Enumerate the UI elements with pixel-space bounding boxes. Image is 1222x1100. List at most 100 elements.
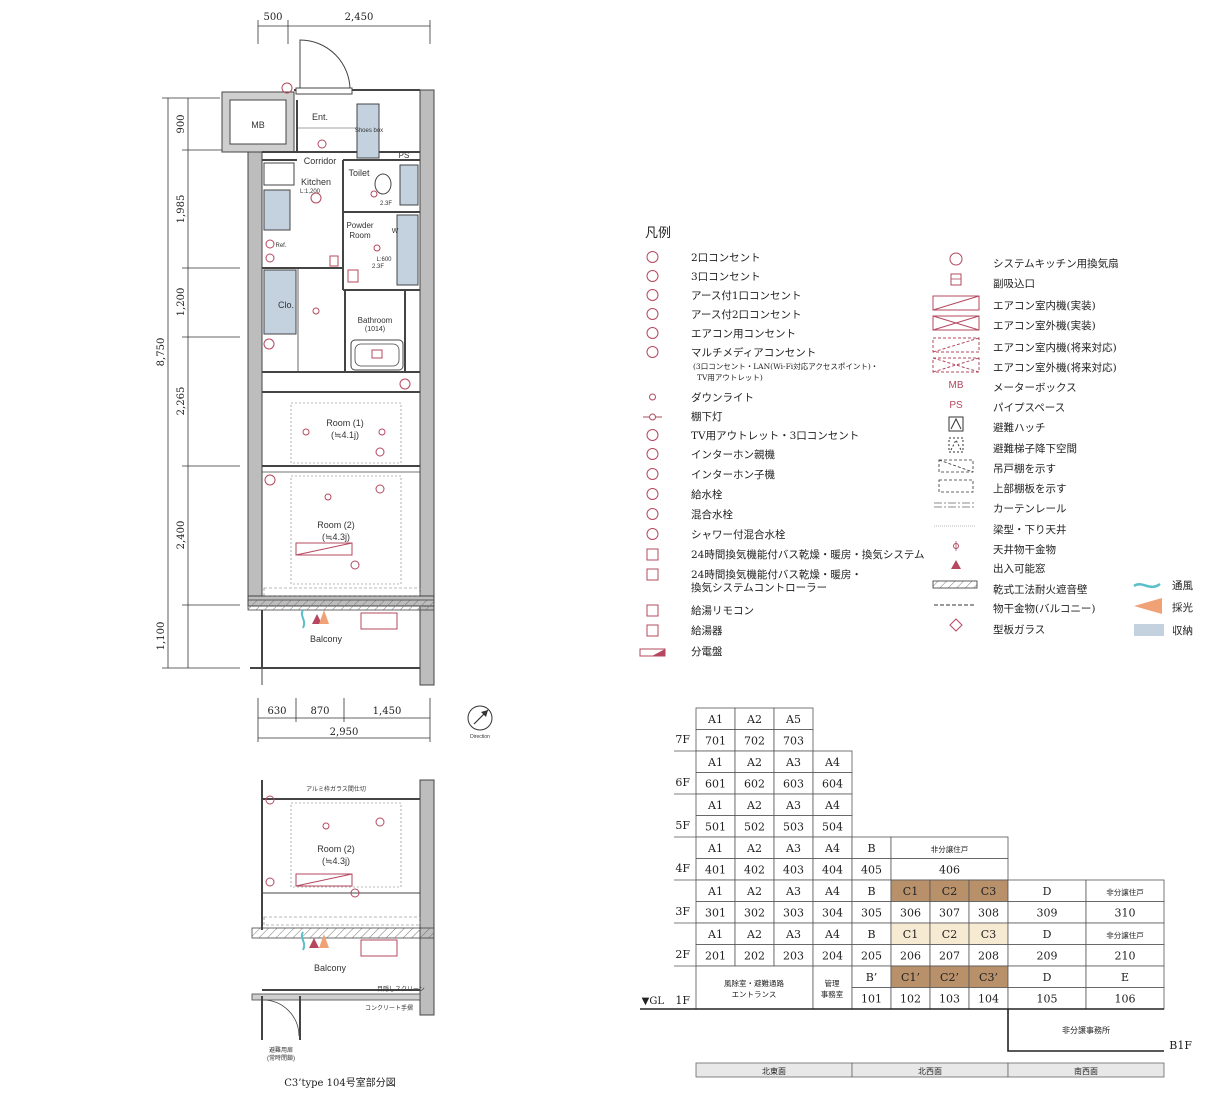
legend-label: 避難梯子降下空間 [993, 442, 1077, 455]
key-cell-text: A2 [746, 713, 762, 726]
key-cell-text: 308 [978, 907, 999, 920]
dim-top-500: 500 [263, 12, 282, 23]
dim-left-1200: 1,200 [176, 288, 187, 317]
key-cell-text: E [1121, 971, 1129, 984]
key-cell-text: 210 [1115, 950, 1136, 963]
key-cell-text: 101 [861, 993, 882, 1006]
key-cell-text: 204 [822, 950, 843, 963]
legend-label: 上部棚板を示す [993, 482, 1067, 495]
key-cell-text: A3 [785, 756, 801, 769]
key-cell-text: A3 [785, 885, 801, 898]
outlet-icon [265, 253, 275, 263]
legend-title: 凡例 [645, 226, 671, 241]
room2-beam-outline [290, 475, 402, 585]
legend-label: カーテンレール [993, 503, 1067, 515]
tv-outlet-icon [646, 429, 659, 441]
hot-water-remote-icon [329, 255, 339, 267]
dim-left-2265: 2,265 [176, 387, 187, 416]
key-cell-text: 103 [939, 993, 960, 1006]
mb-label: MB [251, 120, 265, 130]
entrance-cell [695, 965, 814, 1010]
key-cell-text: A1 [707, 842, 723, 855]
glass-partition-label: アルミ枠ガラス間仕切 [306, 785, 366, 793]
escape-door-label: 避難用扉 [269, 1046, 293, 1054]
ps-label: PS [399, 151, 410, 160]
key-cell-text: 102 [900, 993, 921, 1006]
key-cell-text: 403 [783, 864, 804, 877]
key-cell-text: 504 [822, 821, 843, 834]
floor-label: 3F [675, 905, 690, 918]
legend-label: 梁型・下り天井 [993, 523, 1067, 536]
dim-bottom-630: 630 [267, 706, 286, 717]
key-cell-text: A4 [824, 756, 840, 769]
outlet-icon [350, 560, 360, 570]
washer-mark: W [392, 228, 399, 235]
openable-window-icon [312, 614, 322, 624]
legend-label: 2口コンセント [691, 252, 761, 264]
facade-label: 北西面 [918, 1067, 942, 1076]
key-cell-text: A1 [707, 928, 723, 941]
key-cell-text: A2 [746, 885, 762, 898]
office-cell [812, 965, 853, 1010]
key-cell-text: A2 [746, 799, 762, 812]
closet-label: Clo. [278, 300, 294, 310]
key-cell-text: A1 [707, 756, 723, 769]
key-cell-text: 106 [1115, 993, 1136, 1006]
floor-label: 5F [675, 819, 690, 832]
entrance-door-frame [295, 87, 353, 95]
key-cell-text: C1 [903, 928, 918, 941]
b1f-label: 非分譲事務所 [1062, 1025, 1110, 1035]
legend-label: メーターボックス [993, 382, 1077, 394]
aircon-outdoor-icon [360, 612, 398, 630]
dim-left-2400: 2,400 [176, 521, 187, 550]
key-cell-text: 206 [900, 950, 921, 963]
toilet-height: 2.3F [380, 201, 392, 207]
floor-label: 2F [675, 948, 690, 961]
key-cell-text: 502 [744, 821, 765, 834]
water-tap-icon [646, 488, 659, 500]
legend-label: 天井物干金物 [993, 543, 1056, 556]
curtain-rail-icon [934, 502, 976, 508]
downlight-icon [317, 139, 327, 149]
key-cell-text: A4 [824, 885, 840, 898]
outlet-icon [265, 239, 275, 249]
facade-cell [1007, 1062, 1165, 1078]
ceiling-hanger-icon [953, 541, 959, 551]
partial-room2-size: (≒4.3j) [322, 856, 350, 866]
legend-label: パイプスペース [993, 402, 1065, 414]
toilet-bowl [374, 173, 392, 195]
floor-label: B1F [1169, 1039, 1192, 1052]
outlet-2-icon [646, 251, 659, 263]
earth-outlet-2-icon [646, 308, 659, 320]
legend-label: 分電盤 [691, 645, 723, 658]
outlet-icon [375, 447, 385, 457]
key-cell-text: 207 [939, 950, 960, 963]
b1f-outline [1007, 1009, 1164, 1052]
key-plan: A1701A2702A57037FA1601A2602A3603A46046FA… [640, 707, 1192, 1078]
tv-outlet-icon [399, 378, 411, 390]
key-cell-text: 非分譲住戸 [1106, 930, 1144, 940]
ventilation-icon [1133, 582, 1161, 589]
corridor-label: Corridor [304, 156, 337, 166]
toilet-sink [399, 164, 419, 206]
legend-label: エアコン室内機(将来対応) [993, 341, 1117, 354]
legend-label: マルチメディアコンセント [691, 346, 816, 359]
partial-balcony-label: Balcony [314, 963, 347, 973]
kitchen-sink [263, 189, 291, 231]
key-cell-text: A1 [707, 713, 723, 726]
svg-text:PS: PS [949, 400, 963, 411]
dim-left-900: 900 [176, 114, 187, 133]
key-cell-text: B [867, 842, 875, 855]
key-cell-text: 304 [822, 907, 843, 920]
key-cell-text: 非分譲住戸 [1106, 887, 1144, 897]
legend-label: ダウンライト [691, 391, 754, 404]
key-cell-text: 501 [705, 821, 726, 834]
escape-ladder-icon [948, 437, 964, 453]
fireproof-wall-icon [932, 580, 978, 589]
key-cell-text: A3 [785, 799, 801, 812]
legend-label: システムキッチン用換気扇 [993, 257, 1119, 270]
legend-label: エアコン室外機(実装) [993, 319, 1096, 332]
intercom-sub-icon [646, 468, 659, 480]
bath-controller-icon [347, 269, 359, 283]
bottom-dimension [257, 698, 431, 742]
